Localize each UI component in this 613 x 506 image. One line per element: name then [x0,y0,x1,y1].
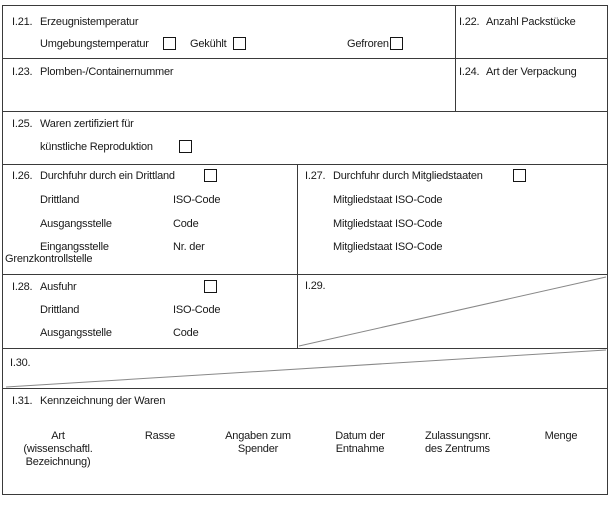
field-row-ausfuhr-drittland-label: Drittland [40,304,80,316]
field-number-i27: I.27. [305,170,326,182]
field-label-i28: Ausfuhr [40,281,77,293]
field-number-i31: I.31. [12,395,33,407]
field-row-drittland-code-label: ISO-Code [173,194,221,206]
field-number-i25: I.25. [12,118,33,130]
column-header-line: Zulassungsnr. [425,430,491,442]
option-label-gefroren: Gefroren [347,38,389,50]
checkbox-gekuehlt[interactable] [233,37,246,50]
field-row-drittland-label: Drittland [40,194,80,206]
table-column-header-entnahme: Datum der Entnahme [314,430,406,456]
field-label-i22: Anzahl Packstücke [486,16,576,28]
row-divider [3,111,607,112]
checkbox-durchfuhr-mitgliedstaaten[interactable] [513,169,526,182]
row-divider [3,274,607,275]
field-number-i30: I.30. [10,357,31,369]
field-number-i29: I.29. [305,280,326,292]
field-row-eingangsstelle-code-label: Nr. der [173,241,205,253]
field-label-i23: Plomben-/Containernummer [40,66,174,78]
option-label-gekuehlt: Gekühlt [190,38,227,50]
column-header-line: (wissenschaftl. [23,443,93,455]
row-divider [3,58,607,59]
column-header-line: des Zentrums [425,443,490,455]
field-row-ausfuhr-ausgangsstelle-code-label: Code [173,327,199,339]
table-column-header-rasse: Rasse [120,430,200,443]
table-column-header-spender: Angaben zum Spender [212,430,304,456]
field-row-ausfuhr-ausgangsstelle-label: Ausgangsstelle [40,327,112,339]
row-divider [3,388,607,389]
form-outer-border [2,5,608,495]
field-label-i26: Durchfuhr durch ein Drittland [40,170,175,182]
column-header-line: Bezeichnung) [25,456,91,468]
column-header-line: Datum der [335,430,385,442]
column-header-line: Art [51,430,65,442]
checkbox-durchfuhr-drittland[interactable] [204,169,217,182]
field-row-ausfuhr-drittland-code-label: ISO-Code [173,304,221,316]
column-header-line: Menge [544,430,578,442]
field-row-mitgliedstaat-3: Mitgliedstaat ISO-Code [333,241,443,253]
field-number-i28: I.28. [12,281,33,293]
row-divider [3,348,607,349]
column-header-line: Rasse [144,430,176,442]
field-wrap-grenzkontrollstelle: Grenzkontrollstelle [5,253,93,265]
column-divider-middle [297,165,298,348]
table-column-header-art: Art (wissenschaftl. Bezeichnung) [12,430,104,469]
field-row-eingangsstelle-label: Eingangsstelle [40,241,109,253]
column-header-line: Spender [237,443,279,455]
field-number-i22: I.22. [459,16,480,28]
checkbox-umgebungstemperatur[interactable] [163,37,176,50]
field-label-i27: Durchfuhr durch Mitgliedstaaten [333,170,483,182]
row-divider [3,164,607,165]
column-header-line: Entnahme [335,443,385,455]
field-sublabel-i25: künstliche Reproduktion [40,141,153,153]
field-number-i24: I.24. [459,66,480,78]
option-label-umgebungstemperatur: Umgebungstemperatur [40,38,149,50]
field-number-i21: I.21. [12,16,33,28]
column-divider-top [455,6,456,111]
field-label-i21: Erzeugnistemperatur [40,16,139,28]
checkbox-ausfuhr[interactable] [204,280,217,293]
field-row-ausgangsstelle-label: Ausgangsstelle [40,218,112,230]
table-column-header-menge: Menge [527,430,595,443]
column-header-line: Angaben zum [225,430,291,442]
field-number-i26: I.26. [12,170,33,182]
field-row-mitgliedstaat-1: Mitgliedstaat ISO-Code [333,194,443,206]
field-label-i31: Kennzeichnung der Waren [40,395,166,407]
field-row-ausgangsstelle-code-label: Code [173,218,199,230]
table-column-header-zulassungsnr: Zulassungsnr. des Zentrums [425,430,525,456]
checkbox-kuenstliche-reproduktion[interactable] [179,140,192,153]
field-label-i24: Art der Verpackung [486,66,577,78]
checkbox-gefroren[interactable] [390,37,403,50]
field-number-i23: I.23. [12,66,33,78]
field-label-i25: Waren zertifiziert für [40,118,134,130]
field-row-mitgliedstaat-2: Mitgliedstaat ISO-Code [333,218,443,230]
